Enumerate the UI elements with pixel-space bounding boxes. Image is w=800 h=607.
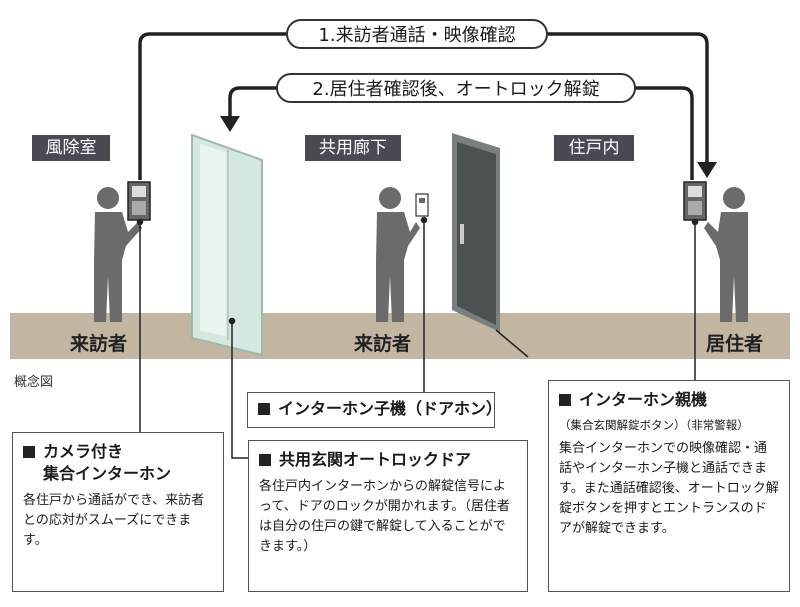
- resident-figure: [704, 187, 748, 322]
- callout-auto-lock-door-title: 共用玄関オートロックドア: [259, 449, 517, 471]
- callout-camera-intercom-body: 各住戸から通話ができ、来訪者との応対がスムーズにできます。: [23, 493, 205, 548]
- diagram-caption: 概念図: [14, 375, 54, 390]
- callout-auto-lock-door-body: 各住戸内インターホンからの解錠信号によって、ドアのロックが開かれます。（居住者は…: [259, 479, 510, 554]
- area-label-corridor: 共用廊下: [305, 135, 401, 161]
- unit-door: [452, 133, 529, 358]
- callout-main-intercom-title: インターホン親機: [559, 389, 779, 411]
- call-flow-label: 1.来訪者通話・映像確認: [286, 19, 548, 49]
- callout-camera-intercom: カメラ付き集合インターホン 各住戸から通話ができ、来訪者との応対がスムーズにでき…: [12, 432, 224, 592]
- entrance-door: [191, 133, 263, 357]
- camera-intercom-device: [127, 181, 151, 221]
- square-bullet-icon: [258, 403, 270, 415]
- callout-leaders: [136, 216, 699, 459]
- visitor-middle-figure: [376, 187, 420, 322]
- unlock-flow-label: 2.居住者確認後、オートロック解錠: [276, 73, 636, 103]
- unlock-flow-arrowhead: [220, 116, 240, 132]
- callout-main-intercom-body: 集合インターホンでの映像確認・通話やインターホン子機と通話できます。また通話確認…: [559, 441, 779, 536]
- resident-label: 居住者: [706, 333, 764, 355]
- square-bullet-icon: [559, 394, 571, 406]
- square-bullet-icon: [259, 454, 271, 466]
- callout-auto-lock-door: 共用玄関オートロックドア 各住戸内インターホンからの解錠信号によって、ドアのロッ…: [248, 440, 528, 592]
- callout-sub-intercom: インターホン子機（ドアホン）: [247, 392, 502, 428]
- call-flow-arrowhead: [697, 162, 717, 178]
- callout-camera-intercom-title: カメラ付き集合インターホン: [23, 441, 213, 485]
- callout-main-intercom-subtitle: （集合玄関解錠ボタン）（非常警報）: [559, 418, 749, 432]
- callout-sub-intercom-title: インターホン子機（ドアホン）: [258, 398, 502, 420]
- callout-main-intercom: インターホン親機 （集合玄関解錠ボタン）（非常警報） 集合インターホンでの映像確…: [548, 380, 790, 592]
- square-bullet-icon: [23, 446, 35, 458]
- main-intercom-device: [683, 181, 707, 221]
- area-label-dwelling: 住戸内: [554, 135, 634, 161]
- visitor-left-figure: [94, 187, 142, 322]
- visitor-middle-label: 来訪者: [354, 333, 412, 355]
- visitor-left-label: 来訪者: [70, 333, 128, 355]
- sub-intercom-device: [415, 193, 429, 217]
- leader-auto-lock-door: [231, 321, 248, 459]
- area-label-vestibule: 風除室: [32, 135, 110, 161]
